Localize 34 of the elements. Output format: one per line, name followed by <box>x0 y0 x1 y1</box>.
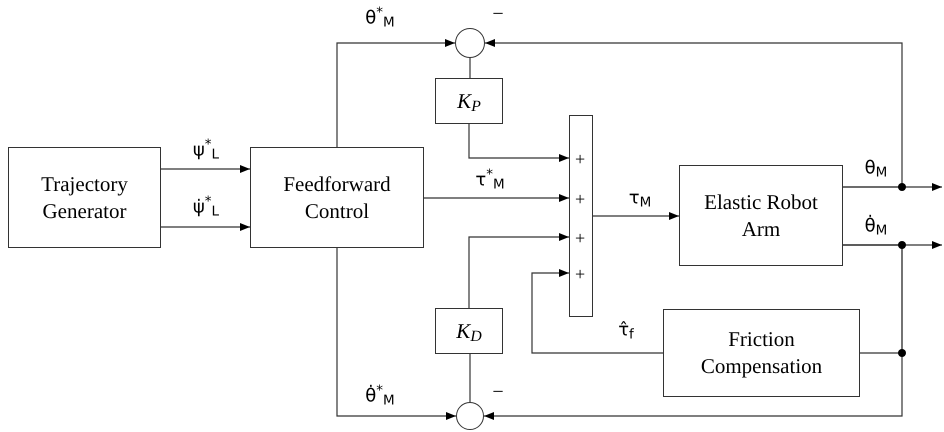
block-box <box>435 308 503 354</box>
plus-sign: + <box>575 229 586 247</box>
signal-arrow <box>485 39 903 188</box>
signal-arrow <box>468 233 569 308</box>
block-label: Feedforward Control <box>282 170 392 224</box>
plus-sign: + <box>575 265 586 283</box>
block-label: K$_{D}$ <box>455 318 483 344</box>
block-box <box>663 309 860 397</box>
block-box <box>435 78 503 124</box>
block-label: Trajectory Generator <box>40 170 129 224</box>
block-label: Friction Compensation <box>700 326 824 380</box>
signal-arrow <box>531 269 663 354</box>
block-box <box>8 147 161 248</box>
signal-label: θ$_{M}$ <box>864 156 888 180</box>
block-label: Elastic Robot Arm <box>703 188 819 242</box>
summing-bar <box>569 115 593 317</box>
plus-sign: + <box>575 190 586 208</box>
signal-label: τ̂$_{f}$ <box>618 318 634 342</box>
signal-arrow <box>484 244 903 420</box>
signal-label: τ$_{M}$ <box>628 186 652 210</box>
signal-label: θ̇$_{M}$ <box>864 214 888 238</box>
signal-arrow <box>424 194 569 202</box>
block-box <box>250 147 424 248</box>
signal-arrow <box>468 124 569 162</box>
signal-arrow <box>593 212 679 220</box>
signal-arrow <box>336 39 455 147</box>
block-box <box>679 165 843 266</box>
block-label: K$_{P}$ <box>456 88 482 114</box>
sign-label: − <box>492 382 504 402</box>
plus-sign: + <box>575 150 586 168</box>
signal-arrow <box>161 165 250 173</box>
signal-arrow <box>161 223 250 231</box>
sign-label: − <box>492 4 504 24</box>
signal-arrow <box>336 248 456 420</box>
